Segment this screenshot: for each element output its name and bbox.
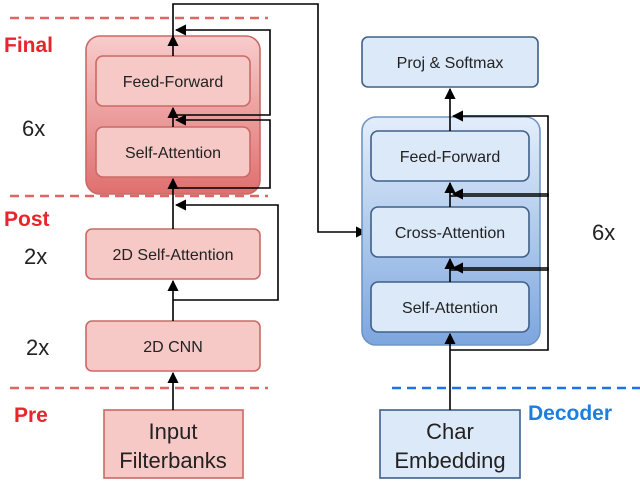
residual-cross-attention	[450, 188, 549, 271]
proj-softmax-label: Proj & Softmax	[397, 55, 504, 72]
encoder-feed-forward-label: Feed-Forward	[123, 74, 223, 91]
stage-decoder-label: Decoder	[528, 402, 612, 425]
attention2d-label: 2D Self-Attention	[113, 247, 234, 264]
residual-encoder-feed-forward	[173, 24, 271, 116]
cross-attention-label: Cross-Attention	[395, 225, 505, 242]
char-line-2: Embedding	[394, 448, 505, 473]
input-line-1: Input	[149, 419, 198, 444]
stage-pre-label: Pre	[14, 404, 48, 427]
residual-decoder-feed-forward	[450, 110, 549, 197]
char-embedding-box	[379, 409, 521, 479]
residual-attention2d	[173, 199, 279, 301]
cnn2d-repeat: 2x	[26, 335, 49, 360]
encoder-block-repeat: 6x	[22, 116, 45, 141]
char-line-1: Char	[426, 419, 474, 444]
residual-encoder-self-attention	[173, 114, 271, 189]
stage-final-label: Final	[4, 34, 53, 57]
input-line-2: Filterbanks	[119, 448, 227, 473]
decoder-feed-forward-label: Feed-Forward	[400, 149, 500, 166]
decoder-self-attention-label: Self-Attention	[402, 300, 498, 317]
stage-post-label: Post	[4, 208, 50, 231]
proj-softmax-box	[361, 36, 539, 88]
input-filterbanks-box	[103, 409, 244, 479]
attention2d-repeat: 2x	[24, 244, 47, 269]
residual-decoder-self-attention	[450, 262, 549, 351]
decoder-block-repeat: 6x	[592, 220, 615, 245]
cnn2d-label: 2D CNN	[143, 339, 203, 356]
encoder-self-attention-label: Self-Attention	[125, 145, 221, 162]
arrow-encoder-to-cross-attention	[172, 3, 368, 238]
